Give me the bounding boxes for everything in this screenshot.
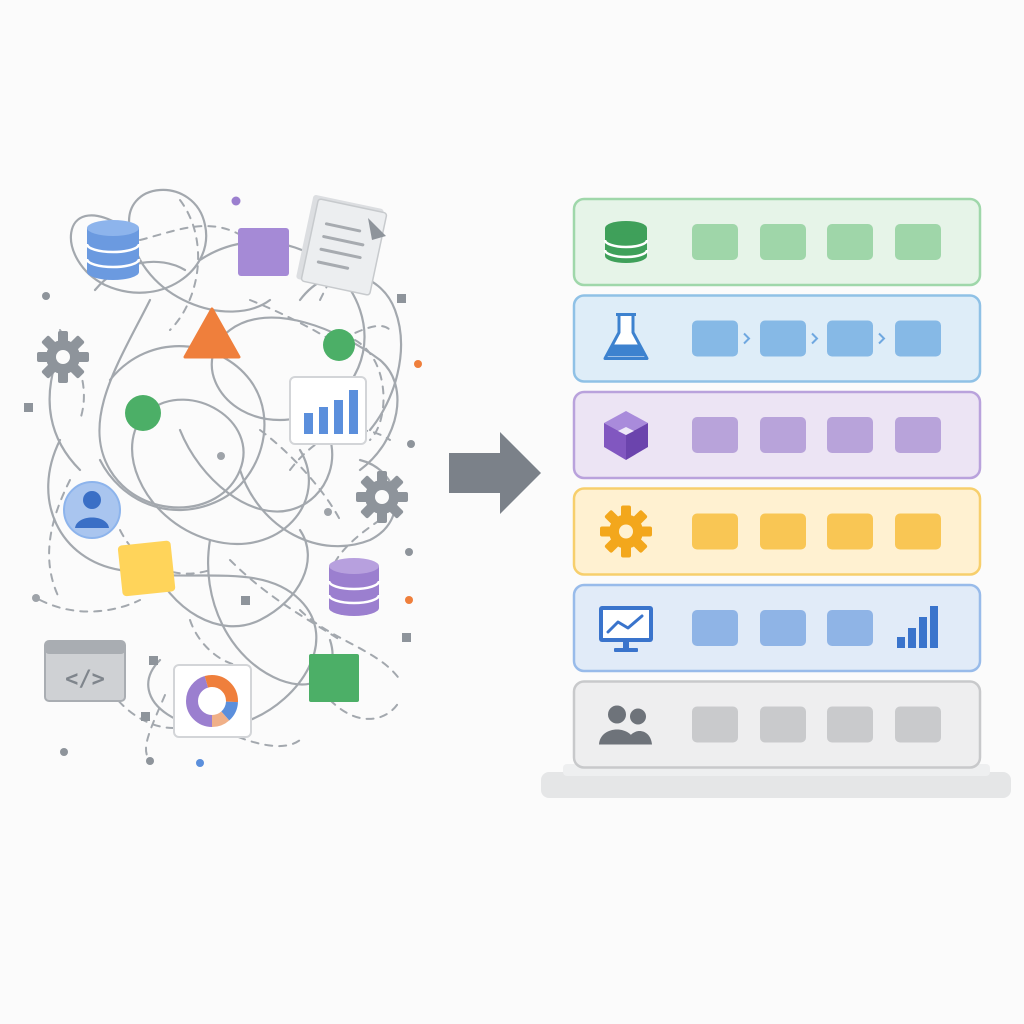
- layer-block: [895, 513, 941, 550]
- layer-block: [827, 320, 873, 357]
- bar-chart-card: [289, 376, 367, 445]
- layer-block: [760, 224, 806, 260]
- document-icon: [296, 195, 388, 296]
- bar-chart-icon: [897, 606, 938, 648]
- yellow-square: [117, 540, 176, 597]
- layer-block: [827, 417, 873, 453]
- cube-icon: [604, 411, 648, 460]
- green-square: [309, 654, 359, 702]
- scatter-dots: [24, 196, 422, 767]
- layer-block: [827, 224, 873, 260]
- layer-block: [692, 320, 738, 357]
- triangle-shape: [183, 307, 241, 359]
- purple-square: [238, 228, 289, 276]
- chaos-cluster: </>: [24, 188, 422, 767]
- chevron-right-icon: [811, 332, 819, 345]
- right-arrow-icon: [449, 432, 541, 514]
- database-icon: [85, 220, 141, 280]
- layer-block: [895, 706, 941, 743]
- layer-block: [760, 417, 806, 453]
- layer-stack: [541, 197, 1011, 798]
- chevron-right-icon: [878, 332, 886, 345]
- layer-block: [692, 224, 738, 260]
- layer-block: [760, 610, 806, 646]
- code-glyph: </>: [65, 667, 105, 692]
- layer-model: [572, 390, 982, 480]
- gear-icon: [37, 331, 89, 383]
- users-icon: [599, 705, 652, 745]
- flask-icon: [603, 313, 649, 360]
- monitor-icon: [599, 606, 653, 652]
- layer-block: [895, 417, 941, 453]
- layer-block: [760, 513, 806, 550]
- database-icon: [603, 221, 649, 263]
- gear-icon: [356, 471, 408, 523]
- stack-base: [541, 772, 1011, 798]
- database-icon: [327, 558, 381, 616]
- chevron-right-icon: [743, 332, 751, 345]
- layer-block: [692, 610, 738, 646]
- layer-block: [692, 513, 738, 550]
- layer-data: [572, 197, 982, 287]
- layer-team: [572, 680, 982, 769]
- layer-block: [895, 224, 941, 260]
- donut-chart-card: [173, 664, 252, 738]
- layer-block: [692, 417, 738, 453]
- green-circle: [323, 329, 355, 361]
- layer-block: [827, 610, 873, 646]
- layer-block: [827, 706, 873, 743]
- layer-block: [760, 320, 806, 357]
- layer-automation: [572, 487, 982, 576]
- layer-experiment: [572, 294, 982, 383]
- layer-block: [692, 706, 738, 743]
- green-circle: [125, 395, 161, 431]
- code-window-icon: </>: [44, 640, 126, 702]
- gear-icon: [600, 505, 652, 558]
- layer-block: [895, 320, 941, 357]
- layer-block: [827, 513, 873, 550]
- layer-monitoring: [572, 583, 982, 673]
- layer-block: [760, 706, 806, 743]
- avatar-icon: [63, 481, 121, 539]
